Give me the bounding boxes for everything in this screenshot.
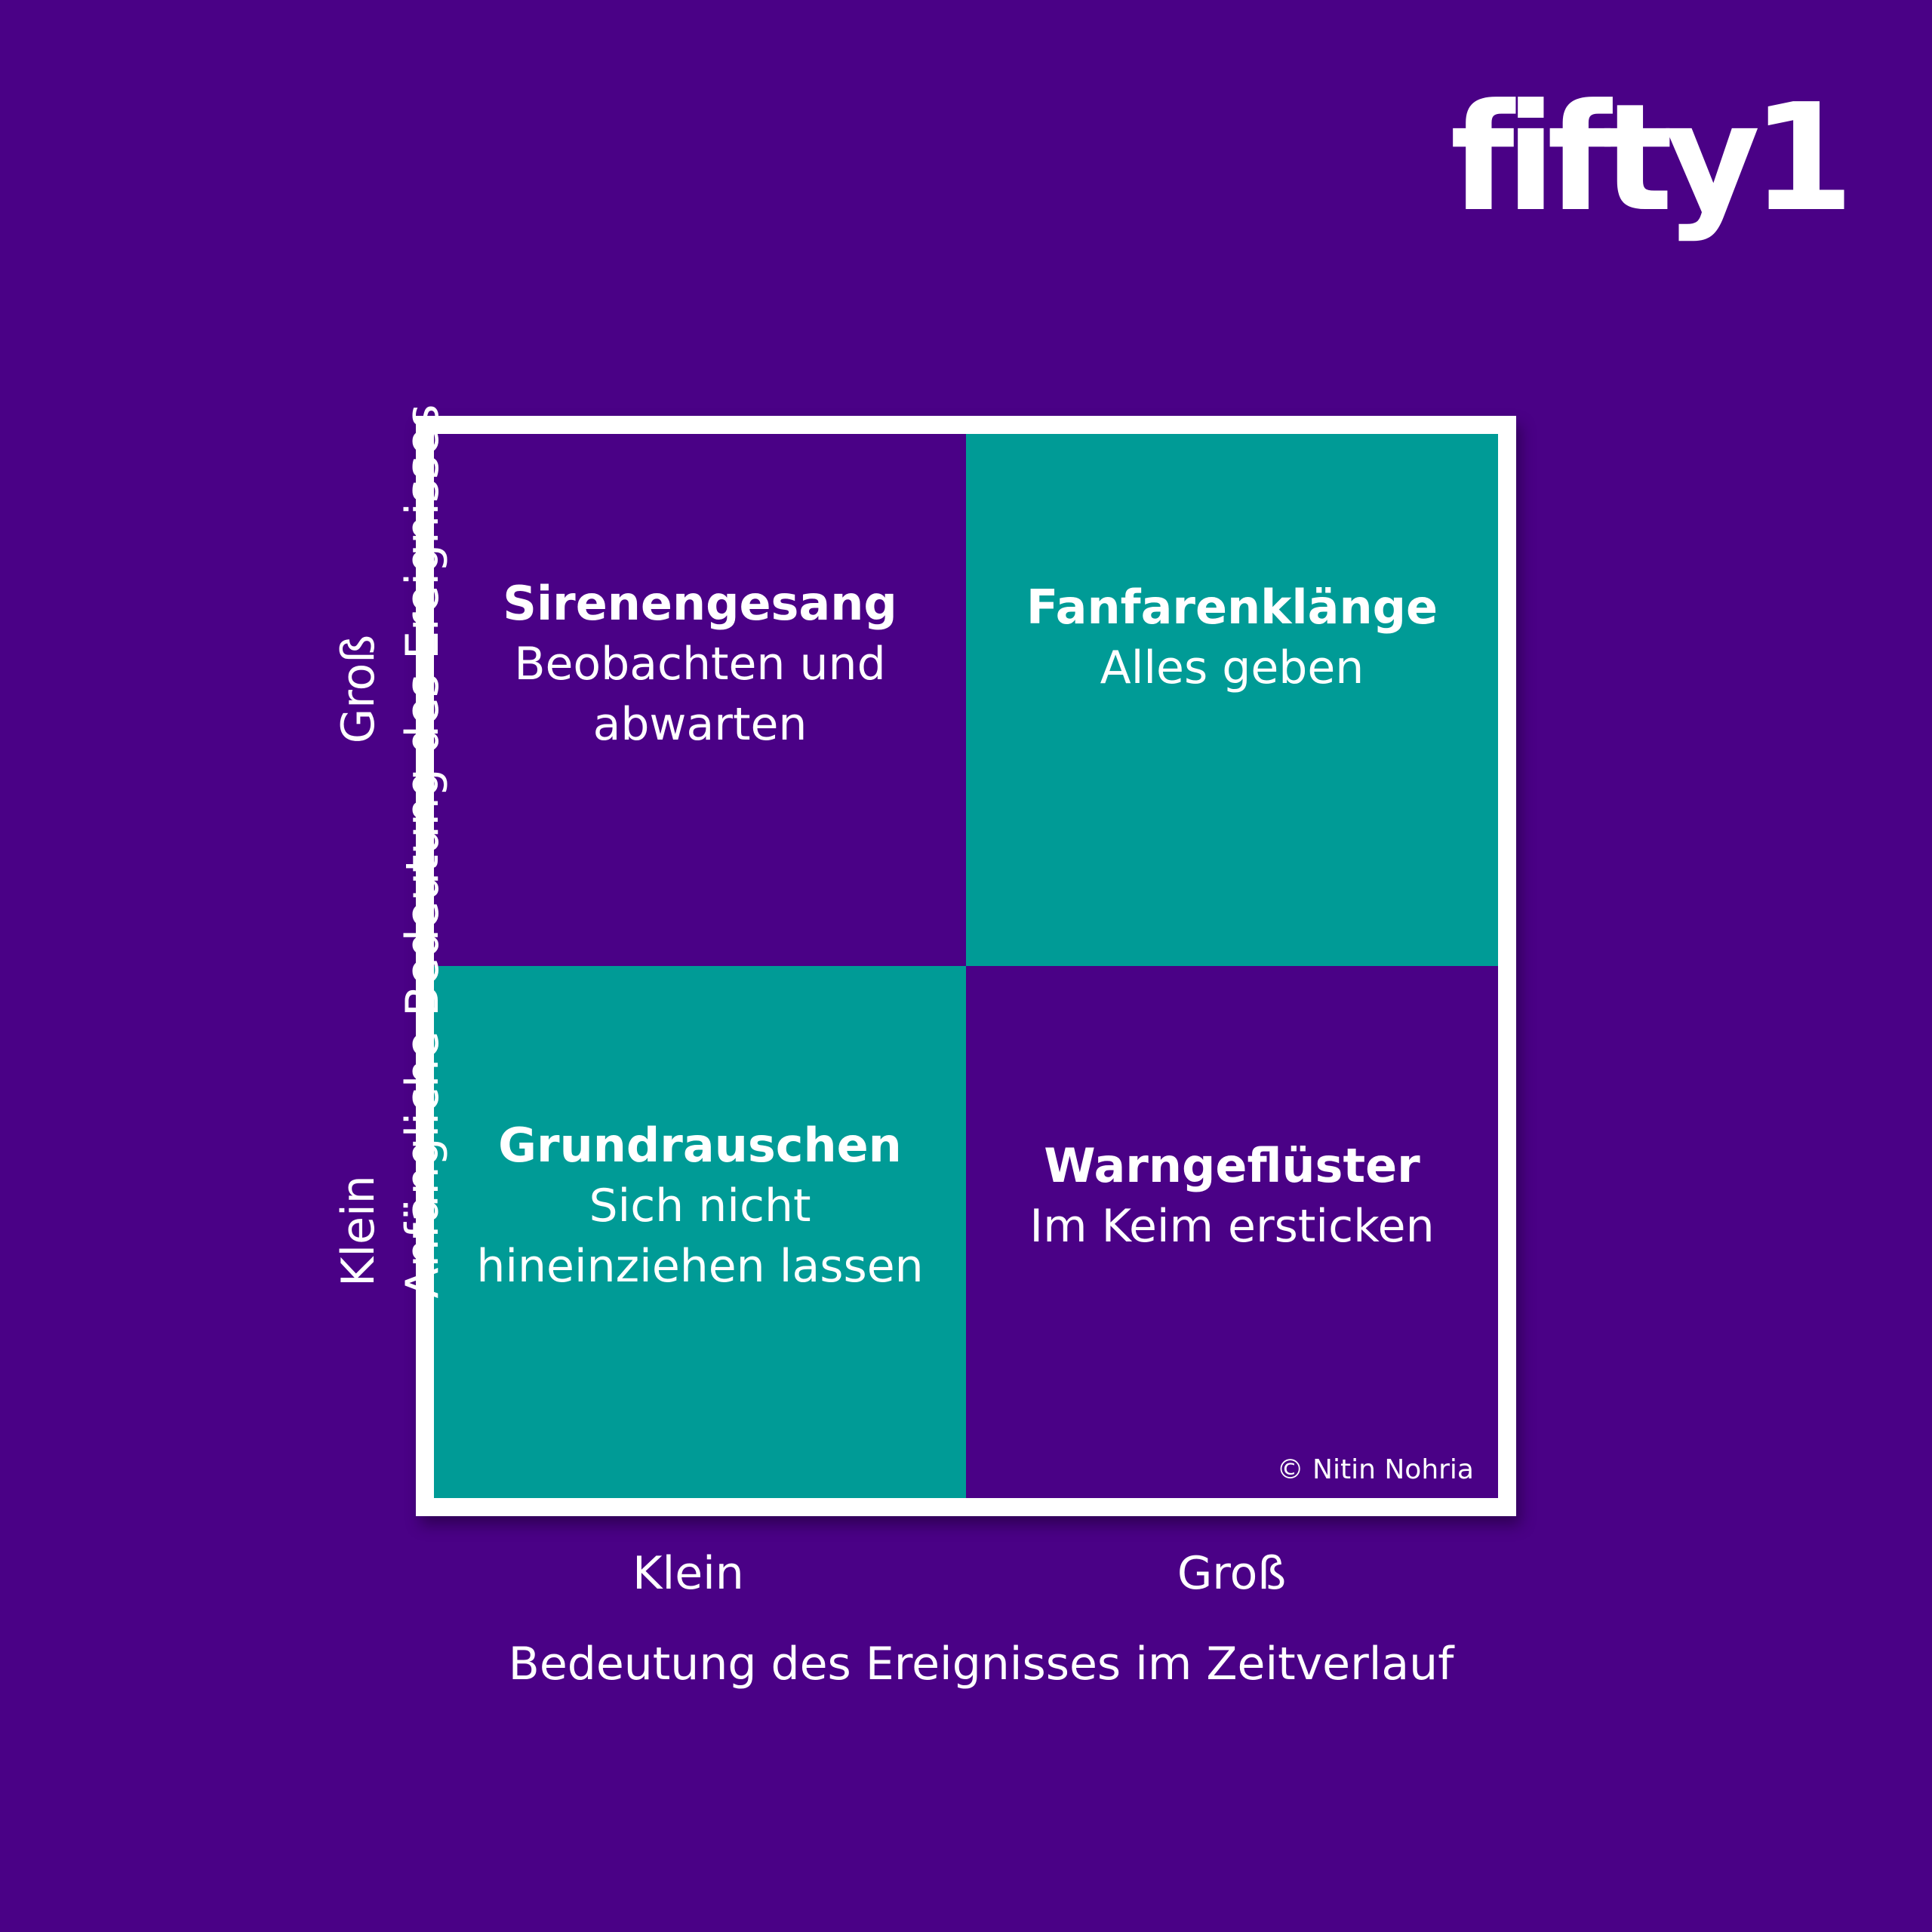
y-axis-low-label: Klein [332, 1175, 385, 1287]
y-axis-title: Anfängliche Bedeutung des Ereignisses [396, 404, 449, 1299]
quadrant-title: Fanfarenklänge [1026, 580, 1438, 635]
quadrant-bottom-right: Warngeflüster Im Keim ersticken © Nitin … [966, 966, 1498, 1498]
two-by-two-matrix: Sirenengesang Beobachten und abwarten Fa… [416, 416, 1516, 1516]
quadrant-title: Sirenengesang [503, 576, 897, 631]
quadrant-bottom-left: Grundrauschen Sich nicht hineinziehen la… [434, 966, 966, 1498]
y-axis-high-label: Groß [332, 634, 385, 744]
fifty1-logo: fifty1 [1450, 85, 1854, 273]
quadrant-subtitle: Sich nicht hineinziehen lassen [476, 1179, 924, 1293]
copyright-notice: © Nitin Nohria [1276, 1454, 1474, 1485]
quadrant-top-left: Sirenengesang Beobachten und abwarten [434, 434, 966, 966]
quadrant-subtitle: Alles geben [1100, 641, 1364, 694]
x-axis-high-label: Groß [1177, 1547, 1287, 1600]
x-axis-title: Bedeutung des Ereignisses im Zeitverlauf [508, 1638, 1454, 1690]
logo-text: fifty1 [1450, 72, 1854, 245]
quadrant-subtitle: Im Keim ersticken [1029, 1200, 1435, 1253]
x-axis-low-label: Klein [632, 1547, 744, 1600]
quadrant-title: Warngeflüster [1044, 1138, 1420, 1193]
quadrant-title: Grundrauschen [498, 1117, 902, 1173]
quadrant-top-right: Fanfarenklänge Alles geben [966, 434, 1498, 966]
quadrant-subtitle: Beobachten und abwarten [514, 638, 886, 751]
